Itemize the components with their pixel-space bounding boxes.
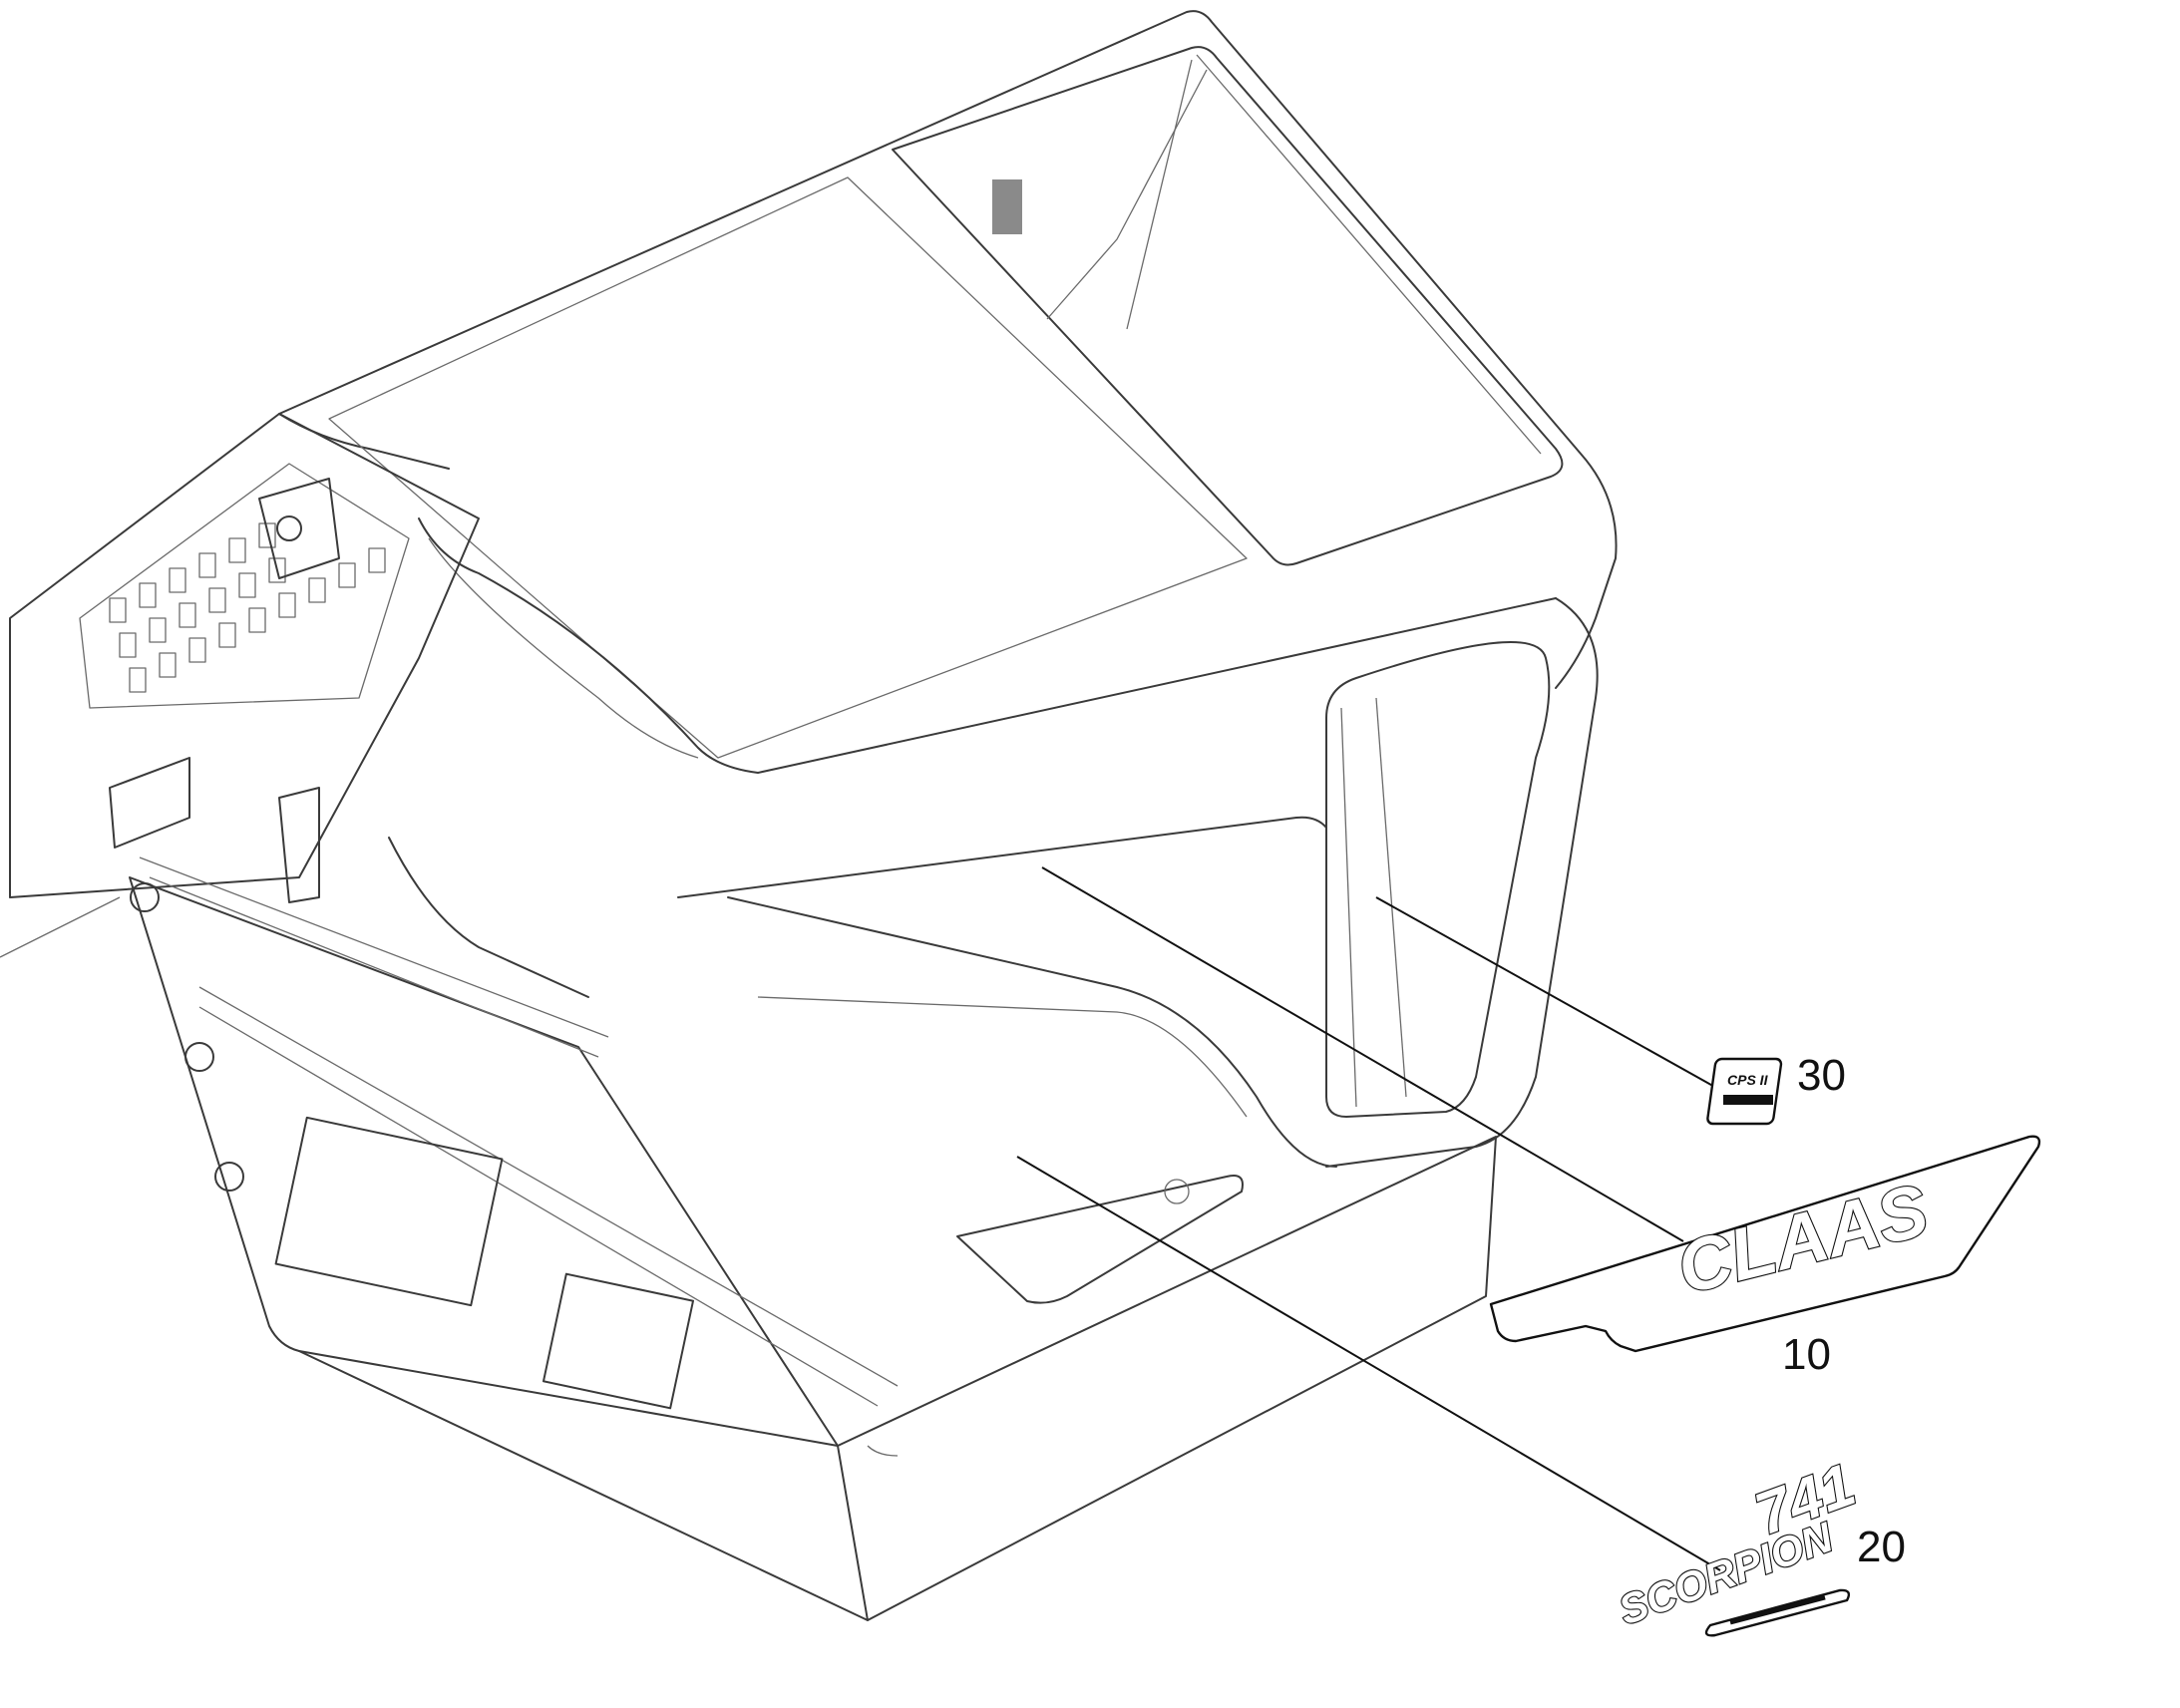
callout-number-20: 20 bbox=[1857, 1523, 1906, 1571]
scorpion-model-name: SCORPION bbox=[1613, 1513, 1840, 1633]
leader-lines bbox=[1016, 866, 1721, 1571]
decal-cps[interactable]: CPS II bbox=[1706, 1057, 1783, 1126]
callout-number-30: 30 bbox=[1797, 1051, 1846, 1100]
leader-line-30 bbox=[1375, 896, 1719, 1090]
sticker-mark bbox=[992, 179, 1022, 234]
cps-decal-text: CPS II bbox=[1727, 1072, 1769, 1088]
leader-line-20 bbox=[1016, 1156, 1721, 1571]
decal-scorpion[interactable]: 741 SCORPION bbox=[1612, 1450, 1865, 1637]
leader-line-10 bbox=[1041, 866, 1684, 1242]
cab-assembly bbox=[0, 10, 1618, 1621]
callout-number-10: 10 bbox=[1782, 1330, 1831, 1379]
vent-grid bbox=[109, 522, 386, 693]
decal-claas[interactable]: CLAAS bbox=[1489, 1135, 2041, 1353]
